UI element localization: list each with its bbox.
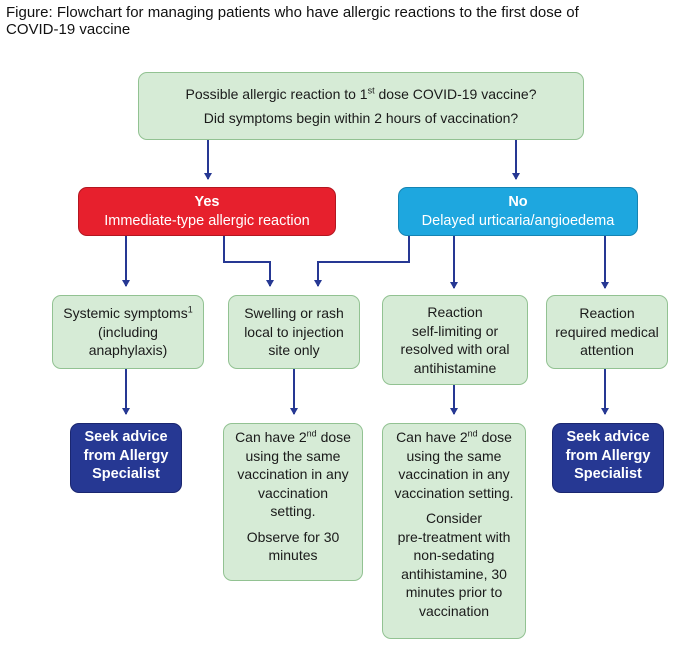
no-subtitle: Delayed urticaria/angioedema	[421, 212, 615, 229]
question-line-1: Possible allergic reaction to 1st dose C…	[185, 84, 537, 102]
figure-title: Figure: Flowchart for managing patients …	[6, 4, 696, 38]
medical-attention-box: Reaction required medical attention	[546, 295, 668, 369]
outcome-delayed-line-1: Can have 2nd dose	[396, 428, 512, 445]
self-limiting-line-3: resolved with oral	[400, 341, 510, 357]
medical-line-2: required medical	[555, 323, 659, 340]
local-line-2: local to injection	[244, 323, 344, 340]
yes-box: Yes Immediate-type allergic reaction	[78, 187, 336, 236]
local-line-3: site only	[268, 342, 320, 359]
advice-right-line-3: Specialist	[574, 466, 642, 482]
advice-right-line-2: from Allergy	[565, 447, 651, 464]
medical-line-3: attention	[580, 342, 634, 359]
advice-left-line-3: Specialist	[92, 466, 160, 482]
self-limiting-line-2: self-limiting or	[411, 322, 499, 339]
figure-title-line-1: Figure: Flowchart for managing patients …	[6, 4, 579, 21]
advice-left-line-2: from Allergy	[83, 447, 169, 464]
arrow-yes-to-local	[223, 236, 274, 287]
yes-subtitle: Immediate-type allergic reaction	[104, 212, 310, 229]
outcome-delayed-box: Can have 2nd dose using the same vaccina…	[382, 423, 526, 639]
outcome-local-line-6: Observe for 30	[246, 528, 340, 545]
self-limiting-line-4: antihistamine	[413, 359, 497, 376]
question-box: Possible allergic reaction to 1st dose C…	[138, 72, 584, 140]
advice-left-line-1: Seek advice	[84, 429, 168, 445]
systemic-line-1: Systemic symptoms1	[63, 304, 193, 322]
no-heading: No	[508, 193, 528, 210]
outcome-local-line-4: vaccination	[257, 484, 329, 501]
advice-right-line-1: Seek advice	[566, 429, 650, 445]
outcome-delayed-line-5: Consider	[425, 510, 483, 526]
outcome-local-line-2: using the same	[245, 447, 341, 464]
self-limiting-box: Reaction self-limiting or resolved with …	[382, 295, 528, 385]
systemic-symptoms-box: Systemic symptoms1 (including anaphylaxi…	[52, 295, 204, 369]
outcome-delayed-line-7: non-sedating	[413, 547, 495, 563]
outcome-local-line-5: setting.	[270, 503, 316, 519]
systemic-line-2: (including	[98, 323, 158, 340]
local-reaction-box: Swelling or rash local to injection site…	[228, 295, 360, 369]
outcome-local-line-1: Can have 2nd dose	[235, 428, 351, 445]
question-line-2: Did symptoms begin within 2 hours of vac…	[203, 110, 519, 126]
outcome-delayed-line-8: antihistamine, 30	[401, 565, 507, 582]
outcome-local-line-7: minutes	[268, 547, 318, 563]
outcome-delayed-line-2: using the same	[406, 447, 502, 464]
local-line-1: Swelling or rash	[244, 305, 344, 322]
outcome-delayed-line-6: pre-treatment with	[397, 528, 511, 545]
outcome-delayed-line-4: vaccination setting.	[394, 484, 514, 501]
outcome-local-box: Can have 2nd dose using the same vaccina…	[223, 423, 363, 581]
figure-title-line-2: COVID-19 vaccine	[6, 21, 131, 38]
outcome-delayed-line-9: minutes prior to	[405, 584, 503, 600]
no-box: No Delayed urticaria/angioedema	[398, 187, 638, 236]
seek-advice-right-box: Seek advice from Allergy Specialist	[552, 423, 664, 493]
yes-heading: Yes	[194, 193, 220, 210]
systemic-line-3: anaphylaxis)	[88, 342, 168, 359]
arrow-no-to-local	[314, 236, 410, 287]
seek-advice-left-box: Seek advice from Allergy Specialist	[70, 423, 182, 493]
medical-line-1: Reaction	[579, 305, 635, 322]
outcome-local-line-3: vaccination in any	[237, 466, 349, 482]
outcome-delayed-line-10: vaccination	[418, 602, 490, 619]
outcome-delayed-line-3: vaccination in any	[398, 466, 510, 482]
self-limiting-line-1: Reaction	[427, 304, 483, 320]
